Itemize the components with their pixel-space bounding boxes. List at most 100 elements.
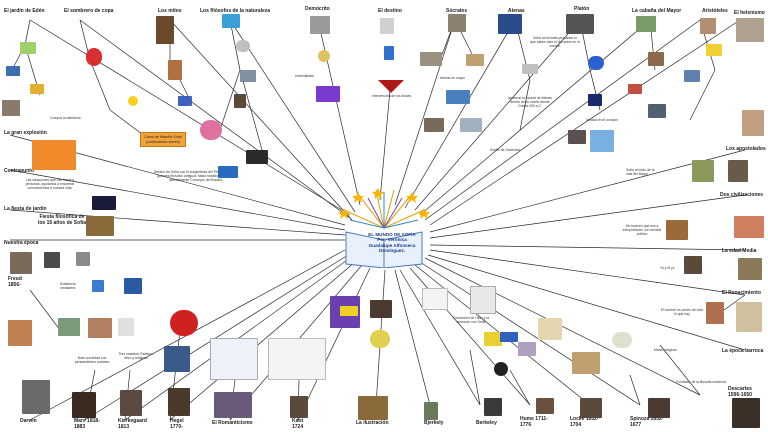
topic-apostolados: Los apostolados [726,146,766,152]
enlightenment-portrait [370,300,392,318]
topic-epoca-barroca: La época barroca [722,348,764,354]
note-el-hombre: El hombre es centro de todo lo que hay [660,308,704,317]
orange-figure-image [30,84,44,94]
topic-renacimiento: El Renacimiento [722,290,761,296]
topic-edad-media: La edad Media [722,248,757,254]
topic-mitos: Los mitos [158,8,182,14]
topic-jardin-eden: El jardín de Edén [4,8,45,14]
family-image [58,318,80,336]
yellow-star-image [484,332,502,346]
note-sus-mentes: Se mueven que sus a interpretación con s… [622,224,662,237]
darwin-portrait [22,380,50,414]
gold-image [706,44,722,56]
dots-image [494,362,508,376]
note-compra-sabia: Compra la sabiduría [50,116,81,120]
note-sueno-de: Sueño de Sociedad [490,148,520,152]
blue-figure-image [384,46,394,60]
topic-freud: Freud 1856- [8,276,22,288]
kierkegaard-portrait [120,390,142,416]
figures-image [118,318,134,336]
marx-machine-image [88,318,112,338]
big-bang-image [32,140,76,170]
elements-image [200,120,222,140]
blue-icon-image [92,280,104,292]
globe-image [588,56,604,70]
platon-banner-image [566,14,594,34]
warrior-image [168,60,182,80]
note-marco-religioso: Marco religioso [654,348,677,352]
topic-ilustracion: La ilustración [356,420,389,426]
vitruvian-image [736,302,762,332]
lamp-image [380,18,394,34]
text-panel-image [684,70,700,82]
hume-portrait [536,398,554,414]
medieval-image [666,220,688,240]
note-conclusion: Conclusión de Hilde y la conexión con So… [452,316,490,325]
mayor-portrait [648,52,664,66]
note-aparecio-ciudad: Apareció la ciudad de Atenas dentro de s… [508,96,552,109]
center-title: EL MUNDO DE SOFÍA [368,232,416,237]
note-fiesta-sofia: Fiesta filosófica de los 15 años de Sofí… [37,214,87,226]
romanticism-painting [214,392,252,418]
topic-locke: Locke 1632-1704 [570,416,599,428]
note-existencia: Existencia verdadera [60,282,76,291]
darwin-book-image [8,320,32,346]
topic-darwin: Darwin [20,418,37,424]
red-house-image [628,84,642,94]
machine-image [240,70,256,82]
dark-blue-image [92,196,116,210]
topic-filosofos-naturaleza: Los filósofos de la naturaleza [200,8,271,14]
atom-gold-image [318,50,330,62]
document-image [470,286,496,314]
cloud-image [612,332,632,348]
topic-kierkegaard: Kierkegaard 1813 [118,418,147,430]
note-fundador: Fundador de la filosofía moderna [676,380,726,384]
topic-dos-civilizaciones: Dos civilizaciones [720,192,764,198]
athens-map-image [446,90,470,104]
atom-image [236,40,250,52]
ruins-image [420,52,442,66]
text-doc-image [422,288,448,310]
topic-cabana-mayor: La cabaña del Mayor [632,8,682,14]
monk-image [684,256,702,274]
renaissance-painting [706,302,724,324]
note-curso-filosofia: Curso de filosofía Sofía (continuación c… [140,132,186,148]
atenas-image [498,14,522,34]
hume-image [518,342,536,356]
portrait-image [2,100,20,116]
columns-image [466,54,484,66]
center-title-block: EL MUNDO DE SOFÍA Por: Verónica Guadalup… [366,232,418,254]
sky-image [590,130,614,152]
lightbulb-image [370,330,390,348]
topic-marx: Marx 1818-1883 [74,418,100,430]
socrates-bust-image [448,14,466,32]
aristoteles-portrait [700,18,716,34]
nature-globe-image [222,14,240,28]
cathedral-image [738,258,762,280]
note-tres-estadios: Tres estadios: Estético, ético y religio… [118,352,154,361]
topic-platon: Platón [574,6,590,12]
locke-portrait [580,398,602,418]
note-inmortalidad: Inmortalidad [295,74,314,78]
topic-spinoza: Spinoza 1632-1677 [630,416,664,428]
spinoza-portrait [648,398,670,418]
hegel-portrait [168,388,190,416]
question-mark-icon [86,48,102,66]
myth-painting-image [156,16,174,44]
topic-descartes: Descartes 1596-1650 [728,386,752,398]
note-destino-concepto: Destino de Sofía con el surgimiento del … [153,170,239,183]
note-todo-sobre: Sofía al inicio de la vida del Mayor [626,168,655,177]
note-situaciones: Las situaciones que van hacia a personas… [25,178,75,191]
note-teo-y-yo: Yo y el yo [660,266,675,270]
helenismo-sculpture [736,18,764,42]
blue-arrow-image [500,332,518,342]
night-image [588,94,602,106]
apostle-portrait [728,160,748,182]
note-atenas-mapa: Atenas en mapa [440,76,465,80]
temple-image [424,118,444,132]
two-civilizations-image [734,216,764,238]
spinoza-book-image [538,318,562,340]
bjerkely-image [424,402,438,420]
topic-hume: Hume 1711-1776 [520,416,548,428]
topic-contrapunto: Contrapunto [4,168,34,174]
